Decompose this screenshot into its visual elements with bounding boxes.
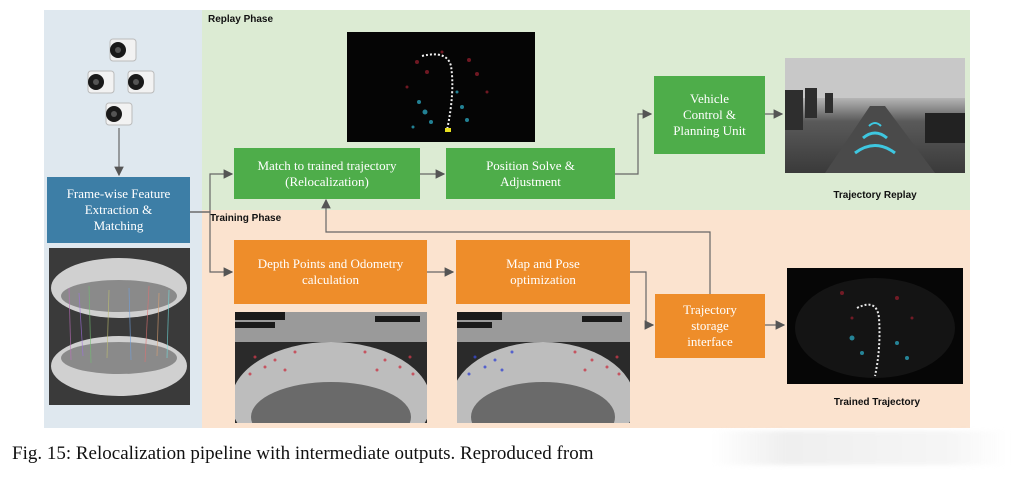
arrow-feature-to-match	[190, 169, 234, 213]
arrow-map-to-storage	[630, 271, 655, 330]
position-solve-box: Position Solve & Adjustment	[446, 148, 615, 199]
arrow-position-to-vehicle	[615, 109, 653, 175]
trained-trajectory-image	[787, 268, 963, 384]
figure-caption: Fig. 15: Relocalization pipeline with in…	[12, 443, 594, 464]
trained-trajectory-caption: Trained Trajectory	[833, 397, 921, 408]
arrow-feature-to-depth	[190, 211, 234, 277]
replay-pointcloud-image	[347, 32, 535, 142]
feature-extraction-box: Frame-wise Feature Extraction & Matching	[47, 177, 190, 243]
map-pose-box: Map and Pose optimization	[456, 240, 630, 304]
training-phase-label: Training Phase	[210, 213, 282, 224]
watermark-blur	[712, 431, 1008, 465]
camera-icon	[109, 38, 137, 62]
vehicle-control-box: Vehicle Control & Planning Unit	[654, 76, 765, 154]
arrow-storage-to-match	[321, 198, 711, 294]
feature-matching-image	[49, 248, 190, 405]
trajectory-replay-caption: Trajectory Replay	[833, 190, 917, 201]
camera-icon	[87, 70, 115, 94]
trajectory-storage-box: Trajectory storage interface	[655, 294, 765, 358]
trajectory-replay-image	[785, 58, 965, 173]
match-trajectory-box: Match to trained trajectory (Relocalizat…	[234, 148, 420, 199]
map-pose-image	[457, 312, 630, 423]
replay-phase-label: Replay Phase	[208, 14, 274, 25]
camera-cluster-icon	[87, 38, 155, 126]
depth-points-image	[235, 312, 427, 423]
depth-odometry-box: Depth Points and Odometry calculation	[234, 240, 427, 304]
camera-icon	[105, 102, 133, 126]
camera-icon	[127, 70, 155, 94]
